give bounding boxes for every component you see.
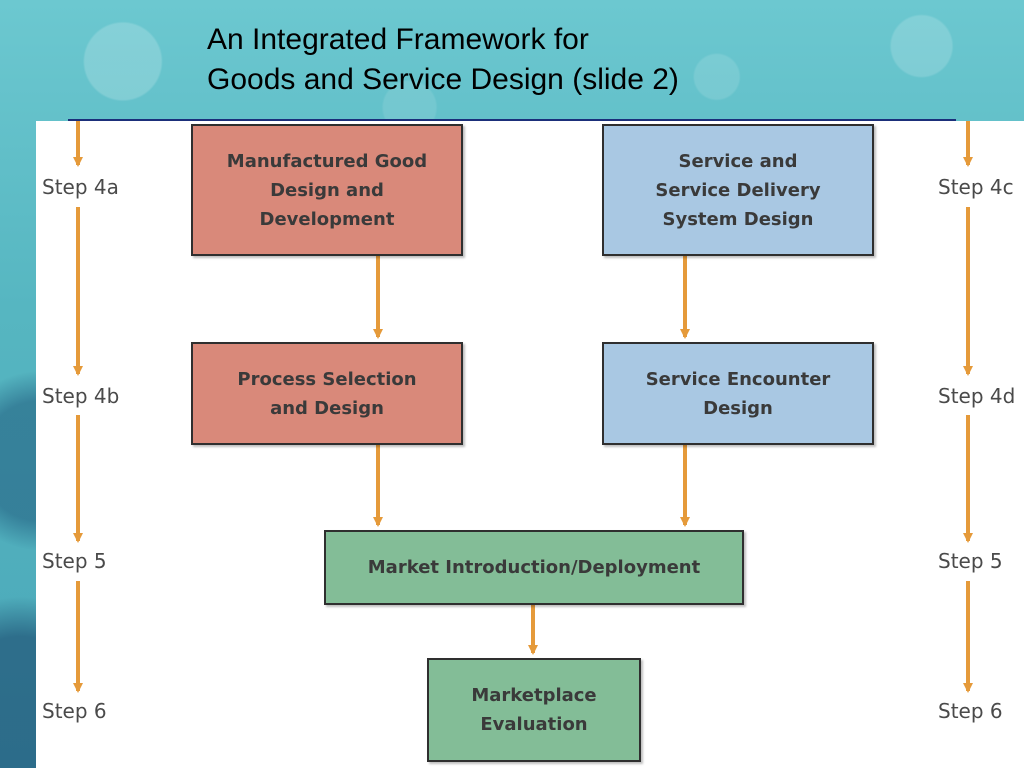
slide-title: An Integrated Framework for Goods and Se…	[207, 20, 967, 100]
step-label-4c: Step 4c	[938, 175, 1014, 199]
manufactured-good-design-box: Manufactured Good Design and Development	[191, 124, 463, 256]
step-label-5-left: Step 5	[42, 549, 107, 573]
title-divider	[68, 119, 956, 121]
step-label-6-left: Step 6	[42, 699, 107, 723]
service-encounter-design-box: Service Encounter Design	[602, 342, 874, 445]
service-delivery-design-box: Service and Service Delivery System Desi…	[602, 124, 874, 256]
diagram-arrows	[73, 121, 973, 693]
marketplace-evaluation-box: Marketplace Evaluation	[427, 658, 641, 762]
step-label-5-right: Step 5	[938, 549, 1003, 573]
framework-diagram: Step 4a Step 4b Step 5 Step 6 Step 4c St…	[36, 121, 1024, 768]
step-label-6-right: Step 6	[938, 699, 1003, 723]
slide-title-line-1: An Integrated Framework for	[207, 23, 589, 56]
step-label-4b: Step 4b	[42, 384, 120, 408]
market-introduction-box: Market Introduction/Deployment	[324, 530, 744, 605]
step-label-4d: Step 4d	[938, 384, 1016, 408]
process-selection-design-box: Process Selection and Design	[191, 342, 463, 445]
slide-title-line-2: Goods and Service Design (slide 2)	[207, 63, 679, 96]
step-label-4a: Step 4a	[42, 175, 119, 199]
